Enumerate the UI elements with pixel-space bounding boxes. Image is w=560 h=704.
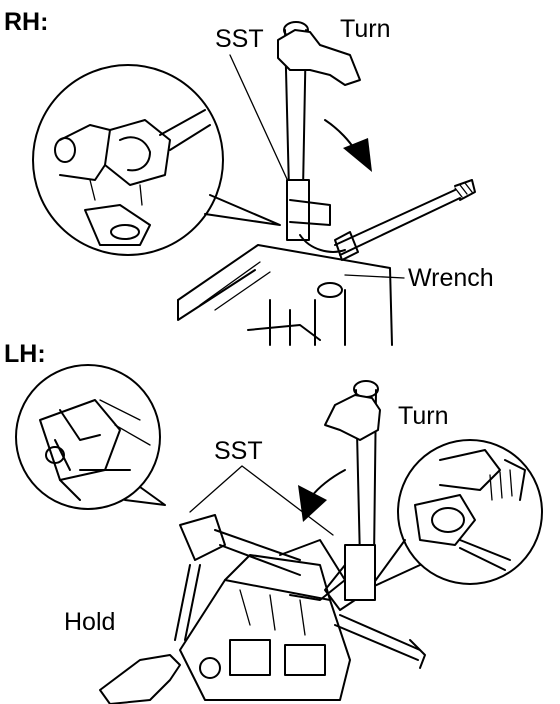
rh-sst-tool	[283, 21, 346, 298]
lh-turn-label: Turn	[398, 402, 448, 430]
rh-engine-block	[177, 244, 393, 346]
lh-sst-hold-tool	[174, 514, 346, 641]
lh-hold-label: Hold	[64, 608, 115, 636]
lh-section: LH: SST Turn Hold	[4, 340, 543, 704]
rh-detail-circle	[32, 64, 224, 256]
rh-wrench-tool	[334, 179, 476, 261]
lh-sst-turn-tool	[324, 380, 426, 669]
lh-hold-hand-icon	[99, 654, 181, 704]
rh-wrench-label: Wrench	[408, 264, 494, 292]
rh-detail-callout	[32, 64, 281, 256]
rh-rotation-arrow-icon	[324, 119, 372, 172]
rh-section: RH: SST Turn Wrench	[4, 8, 494, 346]
rh-turn-label: Turn	[340, 15, 390, 43]
lh-left-detail-callout	[15, 364, 166, 510]
rh-sst-leader	[229, 54, 293, 191]
lh-sst-label: SST	[214, 437, 263, 465]
rh-hand-icon	[277, 29, 361, 86]
lh-right-detail-callout	[369, 439, 543, 589]
lh-left-detail-pointer	[124, 486, 166, 506]
lh-engine-block	[179, 554, 351, 701]
rh-detail-pointer	[204, 194, 281, 226]
rh-heading: RH:	[4, 8, 48, 36]
rh-wrench-leader	[344, 274, 405, 279]
lh-turn-hand-icon	[324, 394, 381, 441]
lh-rotation-arrow-icon	[298, 469, 346, 522]
lh-heading: LH:	[4, 340, 46, 368]
lh-sst-leader	[189, 465, 334, 536]
rh-sst-label: SST	[215, 25, 264, 53]
